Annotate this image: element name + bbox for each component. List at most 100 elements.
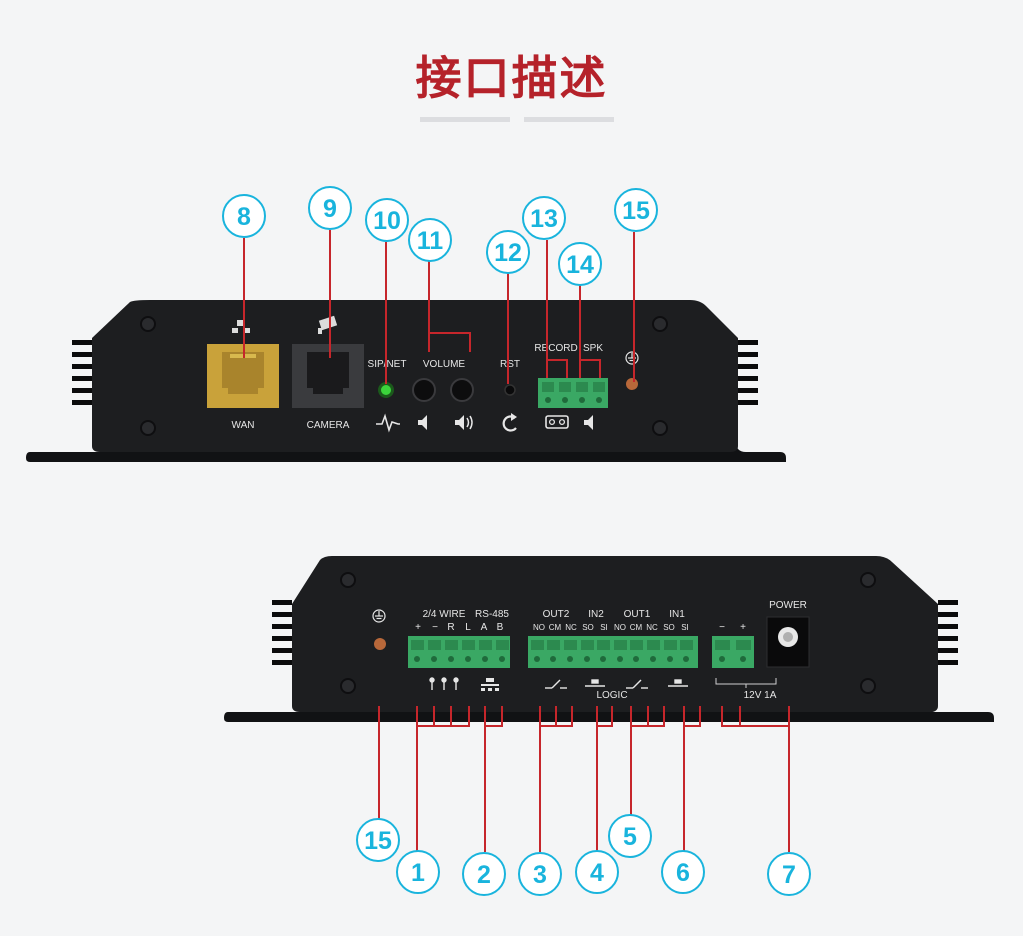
front-leader-lines <box>243 230 635 384</box>
front-left-vents <box>72 340 92 405</box>
rs485-icon <box>481 678 499 691</box>
svg-text:7: 7 <box>782 861 796 889</box>
svg-text:5: 5 <box>623 823 637 851</box>
callout-14: 14 <box>558 242 602 286</box>
svg-text:NO: NO <box>614 623 626 632</box>
svg-text:+: + <box>740 622 746 633</box>
title-underline-right <box>524 117 614 122</box>
wire-rs485-terminal <box>408 636 510 668</box>
in2-label: IN2 <box>588 609 604 620</box>
screw-icon <box>340 572 356 588</box>
rst-label: RST <box>500 359 520 370</box>
svg-text:−: − <box>719 622 725 633</box>
callout-1: 1 <box>396 850 440 894</box>
rear-device: 2/4 WIRE RS-485 OUT2 IN2 OUT1 IN1 POWER … <box>224 556 994 722</box>
screw-icon <box>140 420 156 436</box>
out1-label: OUT1 <box>624 609 651 620</box>
switch-in1-icon <box>668 679 688 687</box>
svg-text:15: 15 <box>364 827 392 855</box>
svg-text:CM: CM <box>630 623 643 632</box>
svg-text:10: 10 <box>373 207 401 235</box>
ground-icon <box>372 609 386 623</box>
power-label: POWER <box>769 600 807 611</box>
callout-15-top: 15 <box>614 188 658 232</box>
front-right-vents <box>738 340 758 405</box>
callout-11: 11 <box>408 218 452 262</box>
camera-icon <box>318 315 338 334</box>
rs485-label: RS-485 <box>475 609 509 620</box>
relay-out2-icon <box>545 679 567 689</box>
page-title: 接口描述 <box>415 51 608 105</box>
svg-text:+: + <box>415 622 421 633</box>
callout-12: 12 <box>486 230 530 274</box>
power-pin-labels: − + <box>719 622 746 633</box>
speaker-icon <box>584 415 593 430</box>
svg-text:14: 14 <box>566 251 594 279</box>
callout-15-bottom: 15 <box>356 818 400 862</box>
ground-screw <box>626 378 638 390</box>
svg-text:SI: SI <box>681 623 689 632</box>
svg-text:SO: SO <box>582 623 594 632</box>
callout-3: 3 <box>518 852 562 896</box>
rear-callouts: 15 1 2 3 4 5 6 7 <box>356 814 811 896</box>
callout-10: 10 <box>365 198 409 242</box>
callout-2: 2 <box>462 852 506 896</box>
out2-label: OUT2 <box>543 609 570 620</box>
screw-icon <box>860 572 876 588</box>
rear-leader-lines <box>378 706 790 852</box>
svg-text:13: 13 <box>530 205 558 233</box>
volume-up-button[interactable] <box>450 378 474 402</box>
front-device: WAN CAMERA SIP/NET VOLUME RST <box>26 300 786 462</box>
volume-label: VOLUME <box>423 359 466 370</box>
wire-label: 2/4 WIRE <box>423 609 466 620</box>
callout-7: 7 <box>767 852 811 896</box>
power-spec-label: 12V 1A <box>744 690 777 701</box>
volume-down-button[interactable] <box>412 378 436 402</box>
switch-in2-icon <box>585 679 605 687</box>
network-icon <box>232 320 250 333</box>
rear-right-vents <box>938 600 958 665</box>
title-underline-left <box>420 117 510 122</box>
svg-text:6: 6 <box>676 859 690 887</box>
power-terminal <box>712 636 754 668</box>
svg-text:L: L <box>465 622 471 633</box>
svg-text:15: 15 <box>622 197 650 225</box>
logic-label: LOGIC <box>596 690 627 701</box>
svg-text:12: 12 <box>494 239 522 267</box>
svg-text:9: 9 <box>323 195 337 223</box>
svg-text:A: A <box>481 622 488 633</box>
camera-label: CAMERA <box>307 420 350 431</box>
svg-text:B: B <box>497 622 504 633</box>
logic-terminal <box>528 636 698 668</box>
volume-down-icon <box>418 415 427 430</box>
power-jack <box>766 616 810 668</box>
callout-5: 5 <box>608 814 652 858</box>
in1-label: IN1 <box>669 609 685 620</box>
tape-icon <box>545 415 569 429</box>
svg-text:R: R <box>447 622 454 633</box>
reset-icon <box>502 413 517 432</box>
relay-out1-icon <box>626 679 648 689</box>
front-callouts: 8 9 10 11 12 13 14 15 <box>222 186 658 286</box>
svg-text:4: 4 <box>590 859 604 887</box>
screw-icon <box>652 316 668 332</box>
wire-icon <box>429 677 459 690</box>
callout-6: 6 <box>661 850 705 894</box>
spk-label: SPK <box>583 343 603 354</box>
svg-text:CM: CM <box>549 623 562 632</box>
svg-text:SI: SI <box>600 623 608 632</box>
wan-label: WAN <box>232 420 255 431</box>
reset-button[interactable] <box>504 384 516 396</box>
heartbeat-icon <box>376 413 400 433</box>
callout-8: 8 <box>222 194 266 238</box>
rear-left-vents <box>272 600 292 665</box>
svg-text:−: − <box>432 622 438 633</box>
power-bracket <box>715 678 777 688</box>
record-spk-terminal <box>538 378 608 408</box>
callout-13: 13 <box>522 196 566 240</box>
screw-icon <box>340 678 356 694</box>
svg-text:NC: NC <box>565 623 577 632</box>
svg-text:1: 1 <box>411 859 425 887</box>
svg-text:2: 2 <box>477 861 491 889</box>
